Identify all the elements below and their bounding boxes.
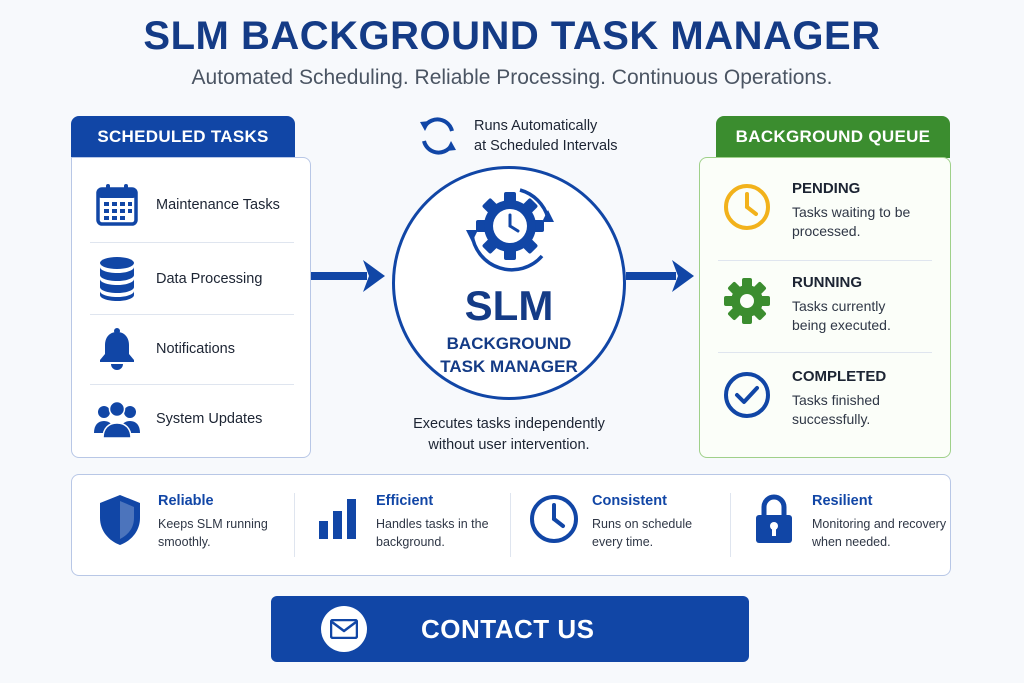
arrow-right-icon — [626, 260, 694, 292]
divider — [730, 493, 731, 557]
queue-item-desc: Tasks finished successfully. — [792, 392, 880, 427]
feature-title: Efficient — [376, 493, 434, 509]
divider — [718, 352, 932, 353]
divider — [510, 493, 511, 557]
task-label: Data Processing — [156, 271, 263, 287]
feature-desc-line-1: Runs on schedule — [592, 517, 693, 531]
feature-desc-line-1: Keeps SLM running — [158, 517, 268, 531]
divider — [718, 260, 932, 261]
feature-desc-line-2: when needed. — [812, 535, 891, 549]
task-item-notifications: Notifications — [90, 314, 294, 384]
feature-consistent: Consistent Runs on schedule every time. — [528, 493, 692, 563]
queue-item-title: PENDING — [792, 180, 861, 197]
arrow-right-icon — [311, 260, 385, 292]
task-label: Notifications — [156, 341, 235, 357]
mail-icon — [321, 606, 367, 652]
calendar-icon — [90, 181, 144, 229]
refresh-icon — [420, 117, 456, 155]
queue-item-title: COMPLETED — [792, 368, 887, 385]
hub-name: BACKGROUND TASK MANAGER — [392, 332, 626, 378]
queue-item-running: RUNNING Tasks currently being executed. — [718, 274, 938, 358]
executes-line-2: without user intervention. — [428, 437, 590, 453]
check-circle-icon — [718, 368, 776, 426]
background-queue-heading: BACKGROUND QUEUE — [716, 116, 950, 158]
queue-item-pending: PENDING Tasks waiting to be processed. — [718, 180, 938, 264]
users-icon — [90, 395, 144, 443]
bell-icon — [90, 325, 144, 373]
task-item-system-updates: System Updates — [90, 384, 294, 454]
feature-title: Consistent — [592, 493, 667, 509]
feature-reliable: Reliable Keeps SLM running smoothly. — [94, 493, 268, 563]
divider — [90, 242, 294, 243]
contact-us-button[interactable]: CONTACT US — [271, 596, 749, 662]
feature-desc-line-2: smoothly. — [158, 535, 211, 549]
lock-icon — [748, 493, 800, 549]
queue-item-desc: Tasks waiting to be processed. — [792, 204, 911, 239]
clock-icon — [718, 180, 776, 238]
scheduled-tasks-heading: SCHEDULED TASKS — [71, 116, 295, 158]
queue-item-desc: Tasks currently being executed. — [792, 298, 891, 333]
feature-desc-line-2: background. — [376, 535, 445, 549]
divider — [294, 493, 295, 557]
background-queue-panel: PENDING Tasks waiting to be processed. — [699, 157, 951, 458]
runs-automatically-note: Runs Automatically at Scheduled Interval… — [416, 114, 656, 158]
feature-title: Resilient — [812, 493, 873, 509]
task-item-maintenance: Maintenance Tasks — [90, 170, 294, 240]
hub-slm-label: SLM — [464, 282, 554, 329]
runs-line-1: Runs Automatically — [474, 118, 598, 134]
queue-item-completed: COMPLETED Tasks finished successfully. — [718, 368, 938, 452]
database-icon — [90, 255, 144, 303]
divider — [90, 384, 294, 385]
feature-title: Reliable — [158, 493, 214, 509]
executes-line-1: Executes tasks independently — [413, 416, 605, 432]
features-bar: Reliable Keeps SLM running smoothly. Eff… — [71, 474, 951, 576]
clock-icon — [528, 493, 580, 549]
gear-clock-icon — [466, 188, 554, 272]
divider — [90, 314, 294, 315]
executes-note: Executes tasks independently without use… — [380, 414, 638, 456]
scheduled-tasks-panel: Maintenance Tasks Data Processing Notifi… — [71, 157, 311, 458]
feature-desc-line-2: every time. — [592, 535, 654, 549]
task-label: Maintenance Tasks — [156, 197, 280, 213]
hub-name-line-1: BACKGROUND — [446, 334, 572, 353]
gear-icon — [718, 274, 776, 332]
feature-desc-line-1: Handles tasks in the — [376, 517, 489, 531]
contact-us-label: CONTACT US — [421, 613, 595, 644]
task-label: System Updates — [156, 411, 263, 427]
page-subtitle: Automated Scheduling. Reliable Processin… — [191, 66, 833, 89]
hub-name-line-2: TASK MANAGER — [440, 357, 578, 376]
feature-resilient: Resilient Monitoring and recovery when n… — [748, 493, 946, 563]
page-title: SLM BACKGROUND TASK MANAGER — [143, 14, 881, 58]
queue-item-title: RUNNING — [792, 274, 862, 291]
shield-icon — [94, 493, 146, 549]
runs-line-2: at Scheduled Intervals — [474, 138, 618, 154]
bar-chart-icon — [312, 493, 364, 549]
feature-desc-line-1: Monitoring and recovery — [812, 517, 947, 531]
feature-efficient: Efficient Handles tasks in the backgroun… — [312, 493, 489, 563]
task-item-data-processing: Data Processing — [90, 244, 294, 314]
